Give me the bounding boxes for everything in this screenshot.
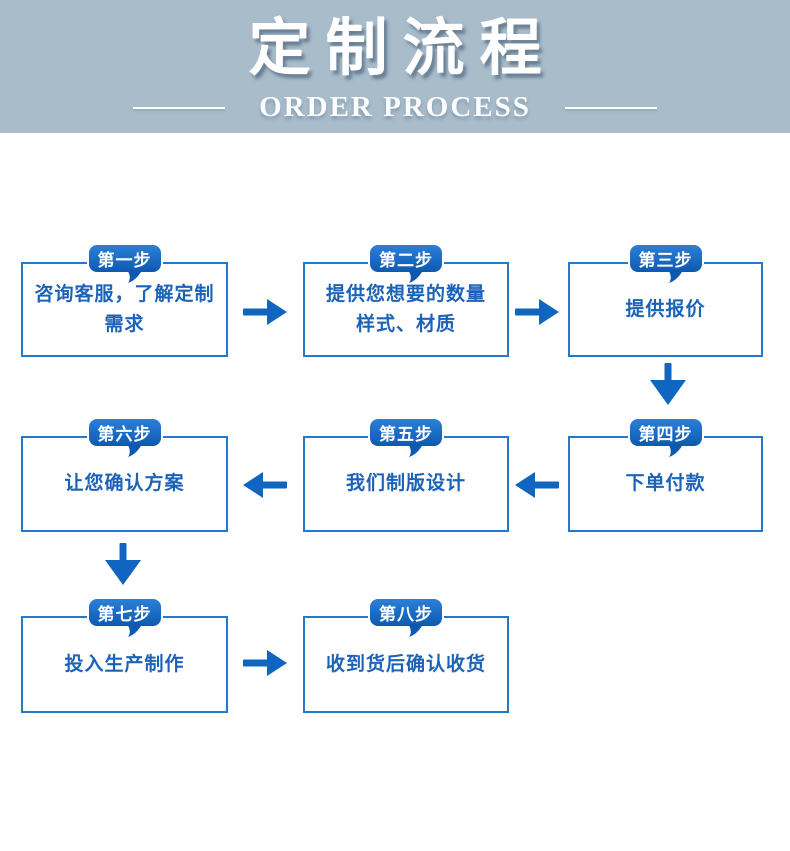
decorative-line-right [564,106,657,109]
step-text: 投入生产制作 [64,653,185,675]
step-text: 我们制版设计 [345,473,466,494]
step-badge-8: 第八步 [370,599,442,637]
step-badge-label: 第八步 [379,605,433,624]
step-badge-7: 第七步 [88,599,161,637]
arrow-down-step6-step7-icon [105,543,141,585]
step-badge-1: 第一步 [88,245,161,283]
badge-tail-icon [667,270,683,283]
arrow-right-step7-step8-icon [243,650,287,676]
step-text: 收到货后确认收货 [325,653,486,675]
step-badge-label: 第三步 [638,251,693,270]
badge-tail-icon [126,444,142,457]
header-banner: 定制流程 ORDER PROCESS [0,0,790,133]
badge-tail-icon [408,270,423,283]
step-badge-5: 第五步 [370,419,442,457]
step-badge-3: 第三步 [629,245,702,283]
step-text: 下单付款 [625,473,706,494]
step-badge-4: 第四步 [629,419,702,457]
step-badge-6: 第六步 [88,419,161,457]
step-badge-label: 第六步 [97,425,152,444]
arrow-down-step3-step4-icon [650,363,686,405]
step-box-5: 第五步 我们制版设计 [303,419,509,532]
step-text: 提供您想要的数量 样式、材质 [325,283,486,335]
step-box-4: 第四步 下单付款 [568,419,763,532]
arrow-left-step5-step6-icon [243,472,287,498]
arrow-left-step4-step5-icon [515,472,559,498]
arrow-right-step2-step3-icon [515,299,559,325]
step-box-2: 第二步 提供您想要的数量 样式、材质 [303,245,509,357]
step-text: 提供报价 [625,298,706,320]
badge-tail-icon [408,444,423,457]
step-box-3: 第三步 提供报价 [568,245,763,357]
flowchart: 第一步 咨询客服，了解定制 需求 第二步 提供您想要的数量 样式、材质 第三步 … [0,133,790,851]
step-badge-label: 第四步 [638,425,693,444]
page-subtitle: ORDER PROCESS [259,91,531,123]
badge-tail-icon [126,270,142,283]
subtitle-row: ORDER PROCESS [0,91,790,124]
step-badge-label: 第一步 [97,251,152,270]
step-text: 让您确认方案 [64,473,185,494]
badge-tail-icon [408,624,423,637]
arrow-right-step1-step2-icon [243,299,287,325]
step-badge-label: 第五步 [379,425,433,444]
step-box-8: 第八步 收到货后确认收货 [303,599,509,713]
step-text: 咨询客服，了解定制 需求 [34,283,215,335]
step-badge-label: 第二步 [379,251,433,270]
badge-tail-icon [667,444,683,457]
decorative-line-left [133,106,226,109]
step-box-7: 第七步 投入生产制作 [21,599,228,713]
step-box-1: 第一步 咨询客服，了解定制 需求 [21,245,228,357]
badge-tail-icon [126,624,142,637]
step-badge-2: 第二步 [370,245,442,283]
page-title: 定制流程 [248,14,557,83]
step-badge-label: 第七步 [97,605,152,624]
step-box-6: 第六步 让您确认方案 [21,419,228,532]
